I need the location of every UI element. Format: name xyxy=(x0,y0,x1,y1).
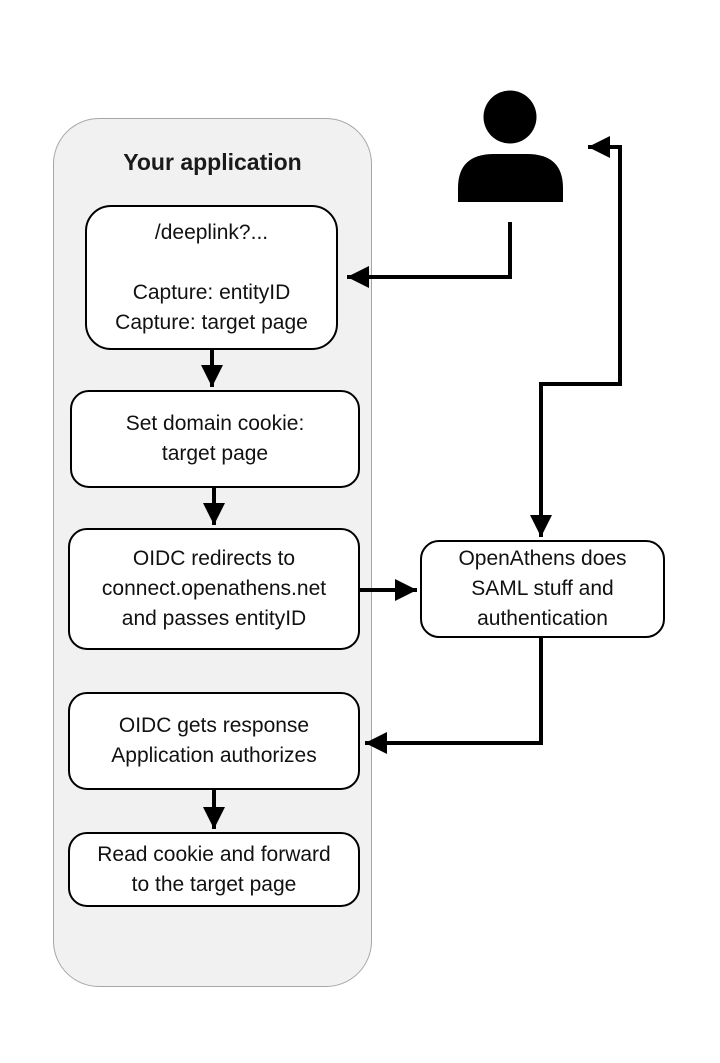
node-set-domain-cookie: Set domain cookie: target page xyxy=(70,390,360,488)
node-line: /deeplink?... xyxy=(154,220,269,244)
arrow-user-openathens-bidirectional xyxy=(530,136,622,537)
node-line: and passes entityID xyxy=(121,607,307,630)
node-line: connect.openathens.net xyxy=(101,577,327,600)
node-line: OpenAthens does xyxy=(458,547,627,570)
node-line: OIDC redirects to xyxy=(132,547,296,570)
person-icon xyxy=(458,90,563,202)
node-line: Read cookie and forward xyxy=(97,842,331,866)
node-line: Application authorizes xyxy=(111,744,317,767)
node-openathens: OpenAthens does SAML stuff and authentic… xyxy=(420,540,665,638)
node-deeplink: /deeplink?... Capture: entityID Capture:… xyxy=(85,205,338,350)
node-line: SAML stuff and xyxy=(471,577,614,600)
arrow-openathens-to-oidc-response xyxy=(365,638,543,754)
node-line: Capture: entityID xyxy=(132,280,291,304)
node-oidc-response: OIDC gets response Application authorize… xyxy=(68,692,360,790)
node-line: target page xyxy=(161,442,269,465)
node-oidc-redirect: OIDC redirects to connect.openathens.net… xyxy=(68,528,360,650)
node-read-cookie: Read cookie and forward to the target pa… xyxy=(68,832,360,907)
node-line: OIDC gets response xyxy=(118,714,310,737)
node-line: Capture: target page xyxy=(115,310,308,334)
application-boundary-title: Your application xyxy=(123,149,302,175)
node-line: authentication xyxy=(477,607,608,630)
node-line: to the target page xyxy=(131,872,297,896)
node-line: Set domain cookie: xyxy=(125,412,305,435)
